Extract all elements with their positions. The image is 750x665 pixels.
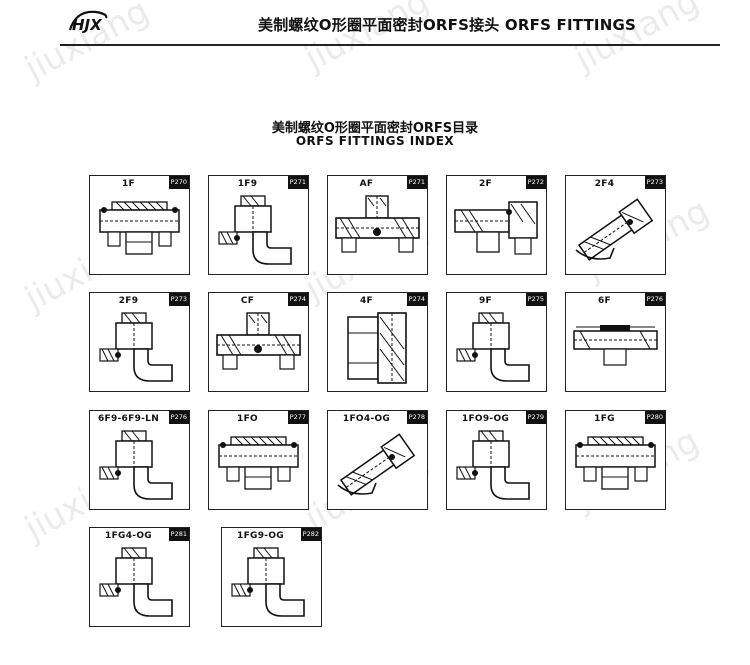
fitting-name: 1F — [121, 179, 135, 189]
fitting-card[interactable]: 6F P276 — [565, 292, 666, 392]
logo-text: HJX — [72, 16, 103, 34]
fitting-name: 1FG — [594, 414, 615, 424]
fitting-drawing-union — [451, 192, 542, 272]
fitting-card[interactable]: 9F P275 — [446, 292, 547, 392]
index-title-en: ORFS FITTINGS INDEX — [295, 134, 455, 148]
fitting-name: 1FG9-OG — [237, 531, 284, 541]
page-number-badge: P272 — [525, 176, 546, 189]
fitting-drawing-elbow — [94, 544, 185, 624]
fitting-drawing-elbow45 — [570, 192, 661, 272]
fitting-card[interactable]: 1FO4-OG P278 — [327, 410, 428, 510]
page-number-badge: P280 — [644, 411, 665, 424]
fitting-name: 9F — [478, 296, 492, 306]
page-number-badge: P271 — [287, 176, 308, 189]
fitting-card[interactable]: 2F4 P273 — [565, 175, 666, 275]
fitting-name: CF — [240, 296, 255, 306]
page-number-badge: P275 — [525, 293, 546, 306]
fitting-card[interactable]: AF P271 — [327, 175, 428, 275]
fitting-drawing-straight — [213, 427, 304, 507]
fitting-card[interactable]: 2F9 P273 — [89, 292, 190, 392]
fitting-card[interactable]: 1FO P277 — [208, 410, 309, 510]
fitting-drawing-plug — [332, 309, 423, 389]
fitting-drawing-elbow — [451, 309, 542, 389]
fitting-card[interactable]: 1FG9-OG P282 — [221, 527, 322, 627]
page-number-badge: P270 — [168, 176, 189, 189]
fitting-drawing-tee — [332, 192, 423, 272]
fitting-name: 1FG4-OG — [105, 531, 152, 541]
fitting-card[interactable]: 6F9-6F9-LN P276 — [89, 410, 190, 510]
page-number-badge: P276 — [168, 411, 189, 424]
fitting-name: 1F9 — [237, 179, 258, 189]
page-number-badge: P281 — [168, 528, 189, 541]
fitting-name: 1FO4-OG — [342, 414, 391, 424]
fitting-drawing-elbow — [226, 544, 317, 624]
page-header: HJX 美制螺纹O形圈平面密封ORFS接头 ORFS FITTINGS — [0, 0, 750, 48]
fitting-card[interactable]: 1FG4-OG P281 — [89, 527, 190, 627]
fitting-name: 6F9-6F9-LN — [97, 414, 160, 424]
header-divider — [60, 44, 720, 46]
fitting-drawing-bulkhead — [570, 309, 661, 389]
fitting-name: 2F — [478, 179, 492, 189]
page-number-badge: P273 — [644, 176, 665, 189]
fitting-drawing-straight — [570, 427, 661, 507]
fitting-card[interactable]: 2F P272 — [446, 175, 547, 275]
fitting-card[interactable]: CF P274 — [208, 292, 309, 392]
fitting-name: 4F — [359, 296, 373, 306]
fitting-drawing-tee — [213, 309, 304, 389]
page-number-badge: P274 — [406, 293, 427, 306]
page-number-badge: P279 — [525, 411, 546, 424]
fitting-card[interactable]: 1FG P280 — [565, 410, 666, 510]
fitting-name: 1FO9-OG — [461, 414, 510, 424]
page-number-badge: P277 — [287, 411, 308, 424]
fitting-name: 1FO — [237, 414, 258, 424]
page-number-badge: P273 — [168, 293, 189, 306]
fitting-name: 2F9 — [118, 296, 139, 306]
fitting-card[interactable]: 1F9 P271 — [208, 175, 309, 275]
hjx-logo: HJX — [68, 10, 108, 34]
page-number-badge: P282 — [300, 528, 321, 541]
fitting-drawing-elbow45 — [332, 427, 423, 507]
page-number-badge: P274 — [287, 293, 308, 306]
fitting-card[interactable]: 1FO9-OG P279 — [446, 410, 547, 510]
fitting-drawing-elbow — [213, 192, 304, 272]
fitting-drawing-straight — [94, 192, 185, 272]
page-number-badge: P271 — [406, 176, 427, 189]
index-title-cn: 美制螺纹O形圈平面密封ORFS目录 — [271, 121, 479, 136]
page-number-badge: P276 — [644, 293, 665, 306]
fitting-card[interactable]: 4F P274 — [327, 292, 428, 392]
fitting-name: 6F — [597, 296, 611, 306]
fitting-card[interactable]: 1F P270 — [89, 175, 190, 275]
fitting-name: AF — [359, 179, 374, 189]
fitting-drawing-elbow — [94, 309, 185, 389]
header-title: 美制螺纹O形圈平面密封ORFS接头 ORFS FITTINGS — [258, 16, 636, 34]
fitting-name: 2F4 — [594, 179, 615, 189]
page-number-badge: P278 — [406, 411, 427, 424]
fitting-drawing-elbow — [94, 427, 185, 507]
fitting-drawing-elbow — [451, 427, 542, 507]
